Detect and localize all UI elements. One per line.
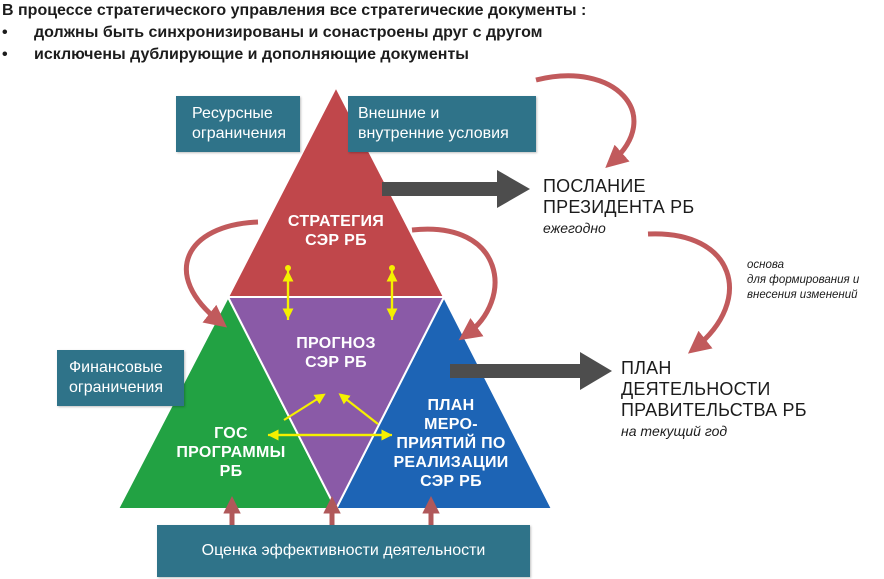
curved-arrow-left — [183, 219, 259, 328]
box-line: ограничения — [192, 125, 286, 142]
plan-label-line: МЕРО- — [424, 416, 478, 433]
forecast-label-line: СЭР РБ — [305, 354, 367, 371]
gov-plan: ПЛАН ДЕЯТЕЛЬНОСТИ ПРАВИТЕЛЬСТВА РБ на те… — [621, 358, 807, 440]
plan-label-line: СЭР РБ — [420, 473, 482, 490]
gray-arrow-to-message — [382, 170, 530, 208]
basis-note-line: основа — [747, 259, 785, 271]
conditions-box: Внешние и внутренние условия — [348, 96, 536, 152]
programs-label: ГОС ПРОГРАММЫ РБ — [150, 424, 312, 481]
header-bullet-text: исключены дублирующие и дополняющие доку… — [34, 46, 469, 63]
programs-label-line: ГОС — [214, 425, 248, 442]
financial-constraints-box: Финансовые ограничения — [57, 350, 184, 406]
president-message-line: ПОСЛАНИЕ — [543, 176, 646, 196]
strategy-label-line: СЭР РБ — [305, 232, 367, 249]
bullet-mark: • — [2, 46, 8, 63]
forecast-triangle — [226, 296, 446, 512]
gov-plan-line: ПРАВИТЕЛЬСТВА РБ — [621, 400, 807, 420]
curved-arrow-right — [411, 226, 498, 341]
basis-note-line: для формирования и — [747, 274, 860, 286]
box-line: Финансовые — [69, 359, 163, 376]
curved-arrow-top-right — [535, 73, 637, 168]
gray-arrow-to-gov-plan — [450, 352, 612, 390]
plan-label: ПЛАН МЕРО- ПРИЯТИЙ ПО РЕАЛИЗАЦИИ СЭР РБ — [362, 396, 540, 491]
evaluation-box: Оценка эффективности деятельности — [157, 525, 530, 577]
strategy-label-line: СТРАТЕГИЯ — [287, 213, 385, 230]
header-title: В процессе стратегического управления вс… — [2, 2, 587, 19]
yellow-dots — [285, 265, 395, 271]
header: В процессе стратегического управления вс… — [2, 0, 586, 66]
basis-note-line: внесения изменений — [747, 289, 858, 301]
header-bullet-1: • должны быть синхронизированы и сонастро… — [2, 22, 586, 44]
forecast-label: ПРОГНОЗ СЭР РБ — [256, 334, 416, 372]
header-bullet-2: • исключены дублирующие и дополняющие док… — [2, 44, 586, 66]
programs-label-line: РБ — [219, 463, 243, 480]
resource-constraints-box: Ресурсные ограничения — [176, 96, 300, 152]
gov-plan-line: ПЛАН — [621, 358, 672, 378]
plan-label-line: ПРИЯТИЙ ПО — [396, 435, 506, 452]
box-line: ограничения — [69, 379, 163, 396]
gov-plan-line: ДЕЯТЕЛЬНОСТИ — [621, 379, 771, 399]
box-line: внутренние условия — [358, 125, 509, 142]
box-line: Ресурсные — [192, 105, 273, 122]
strategy-label: СТРАТЕГИЯ СЭР РБ — [246, 212, 426, 250]
box-line: Внешние и — [358, 105, 440, 122]
header-bullet-text: должны быть синхронизированы и сонастрое… — [34, 24, 543, 41]
president-message-line: ПРЕЗИДЕНТА РБ — [543, 197, 695, 217]
plan-label-line: РЕАЛИЗАЦИИ — [393, 454, 509, 471]
basis-note: основа для формирования и внесения измен… — [747, 258, 859, 303]
gov-plan-sub: на текущий год — [621, 423, 728, 439]
curved-arrow-right-side — [647, 231, 732, 354]
president-message-sub: ежегодно — [543, 220, 606, 236]
bullet-mark: • — [2, 24, 8, 41]
plan-label-line: ПЛАН — [427, 397, 475, 414]
forecast-label-line: ПРОГНОЗ — [296, 335, 376, 352]
programs-label-line: ПРОГРАММЫ — [176, 444, 286, 461]
president-message: ПОСЛАНИЕ ПРЕЗИДЕНТА РБ ежегодно — [543, 176, 694, 237]
evaluation-arrows — [223, 496, 440, 528]
yellow-arrows — [267, 268, 398, 441]
